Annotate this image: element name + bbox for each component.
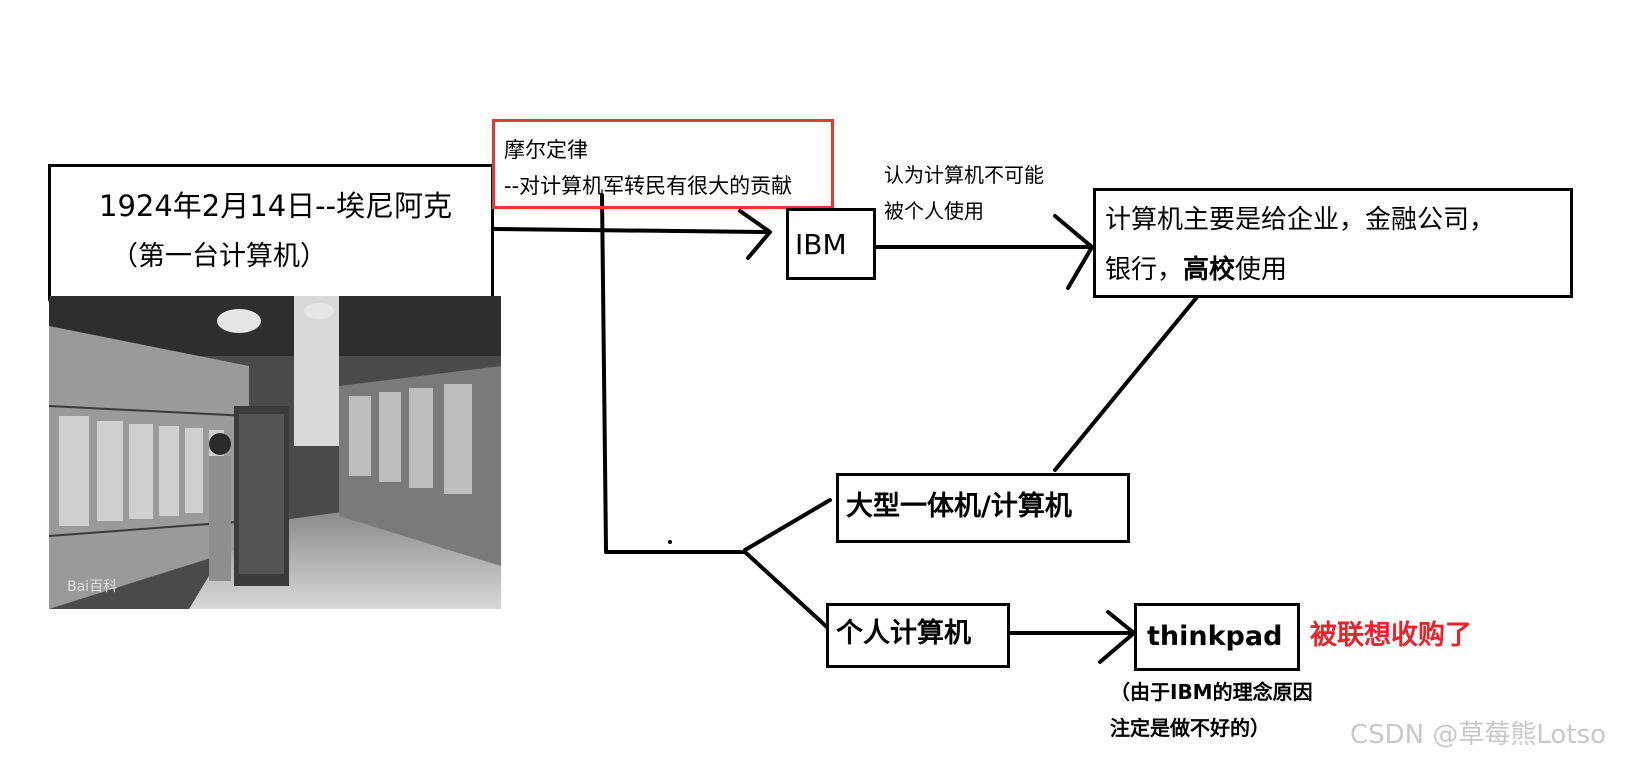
mainframe-box: 大型一体机/计算机	[836, 473, 1130, 543]
reason-note-line1: （由于IBM的理念原因	[1110, 680, 1313, 704]
arrow-eniac-to-ibm	[492, 229, 768, 232]
ibm-note-line1: 认为计算机不可能	[884, 163, 1044, 187]
enterprise-line2-c: 使用	[1235, 255, 1287, 285]
arrowhead-ibm	[740, 211, 770, 258]
eniac-photo-art: Bai百科	[49, 296, 501, 609]
moore-law-box: 摩尔定律 --对计算机军转民有很大的贡献	[492, 119, 834, 209]
mainframe-label: 大型一体机/计算机	[846, 491, 1072, 523]
line-enterprise-to-mainframe	[1055, 297, 1197, 470]
arrowhead-thinkpad	[1100, 612, 1134, 662]
line-branch-to-personal	[745, 552, 828, 628]
reason-note-line2: 注定是做不好的）	[1110, 716, 1270, 740]
thinkpad-box: thinkpad	[1134, 603, 1300, 671]
enterprise-line2: 银行，高校使用	[1105, 255, 1287, 286]
csdn-watermark: CSDN @草莓熊Lotso	[1350, 720, 1606, 751]
enterprise-line1: 计算机主要是给企业，金融公司，	[1105, 205, 1495, 236]
eniac-subtitle: （第一台计算机）	[111, 241, 327, 273]
eniac-title: 1924年2月14日--埃尼阿克	[99, 189, 452, 224]
ibm-box: IBM	[786, 208, 876, 280]
stray-dot	[668, 540, 672, 544]
line-branch-to-mainframe	[745, 500, 830, 550]
enterprise-line2-a: 银行，	[1105, 255, 1183, 285]
arrowhead-enterprise	[1055, 216, 1092, 288]
moore-law-desc: --对计算机军转民有很大的贡献	[504, 174, 792, 199]
ibm-label: IBM	[795, 228, 847, 262]
eniac-photo: Bai百科	[49, 296, 501, 609]
eniac-box: 1924年2月14日--埃尼阿克 （第一台计算机）	[48, 164, 494, 301]
personal-computer-label: 个人计算机	[836, 618, 971, 650]
acquired-note: 被联想收购了	[1310, 620, 1472, 652]
enterprise-box: 计算机主要是给企业，金融公司， 银行，高校使用	[1093, 188, 1573, 298]
enterprise-line2-bold: 高校	[1183, 255, 1235, 285]
ibm-note-line2: 被个人使用	[884, 199, 984, 223]
thinkpad-label: thinkpad	[1147, 621, 1282, 653]
personal-computer-box: 个人计算机	[826, 603, 1010, 668]
moore-law-title: 摩尔定律	[504, 138, 588, 163]
line-vertical-drop	[602, 195, 606, 550]
photo-watermark: Bai百科	[67, 579, 117, 595]
